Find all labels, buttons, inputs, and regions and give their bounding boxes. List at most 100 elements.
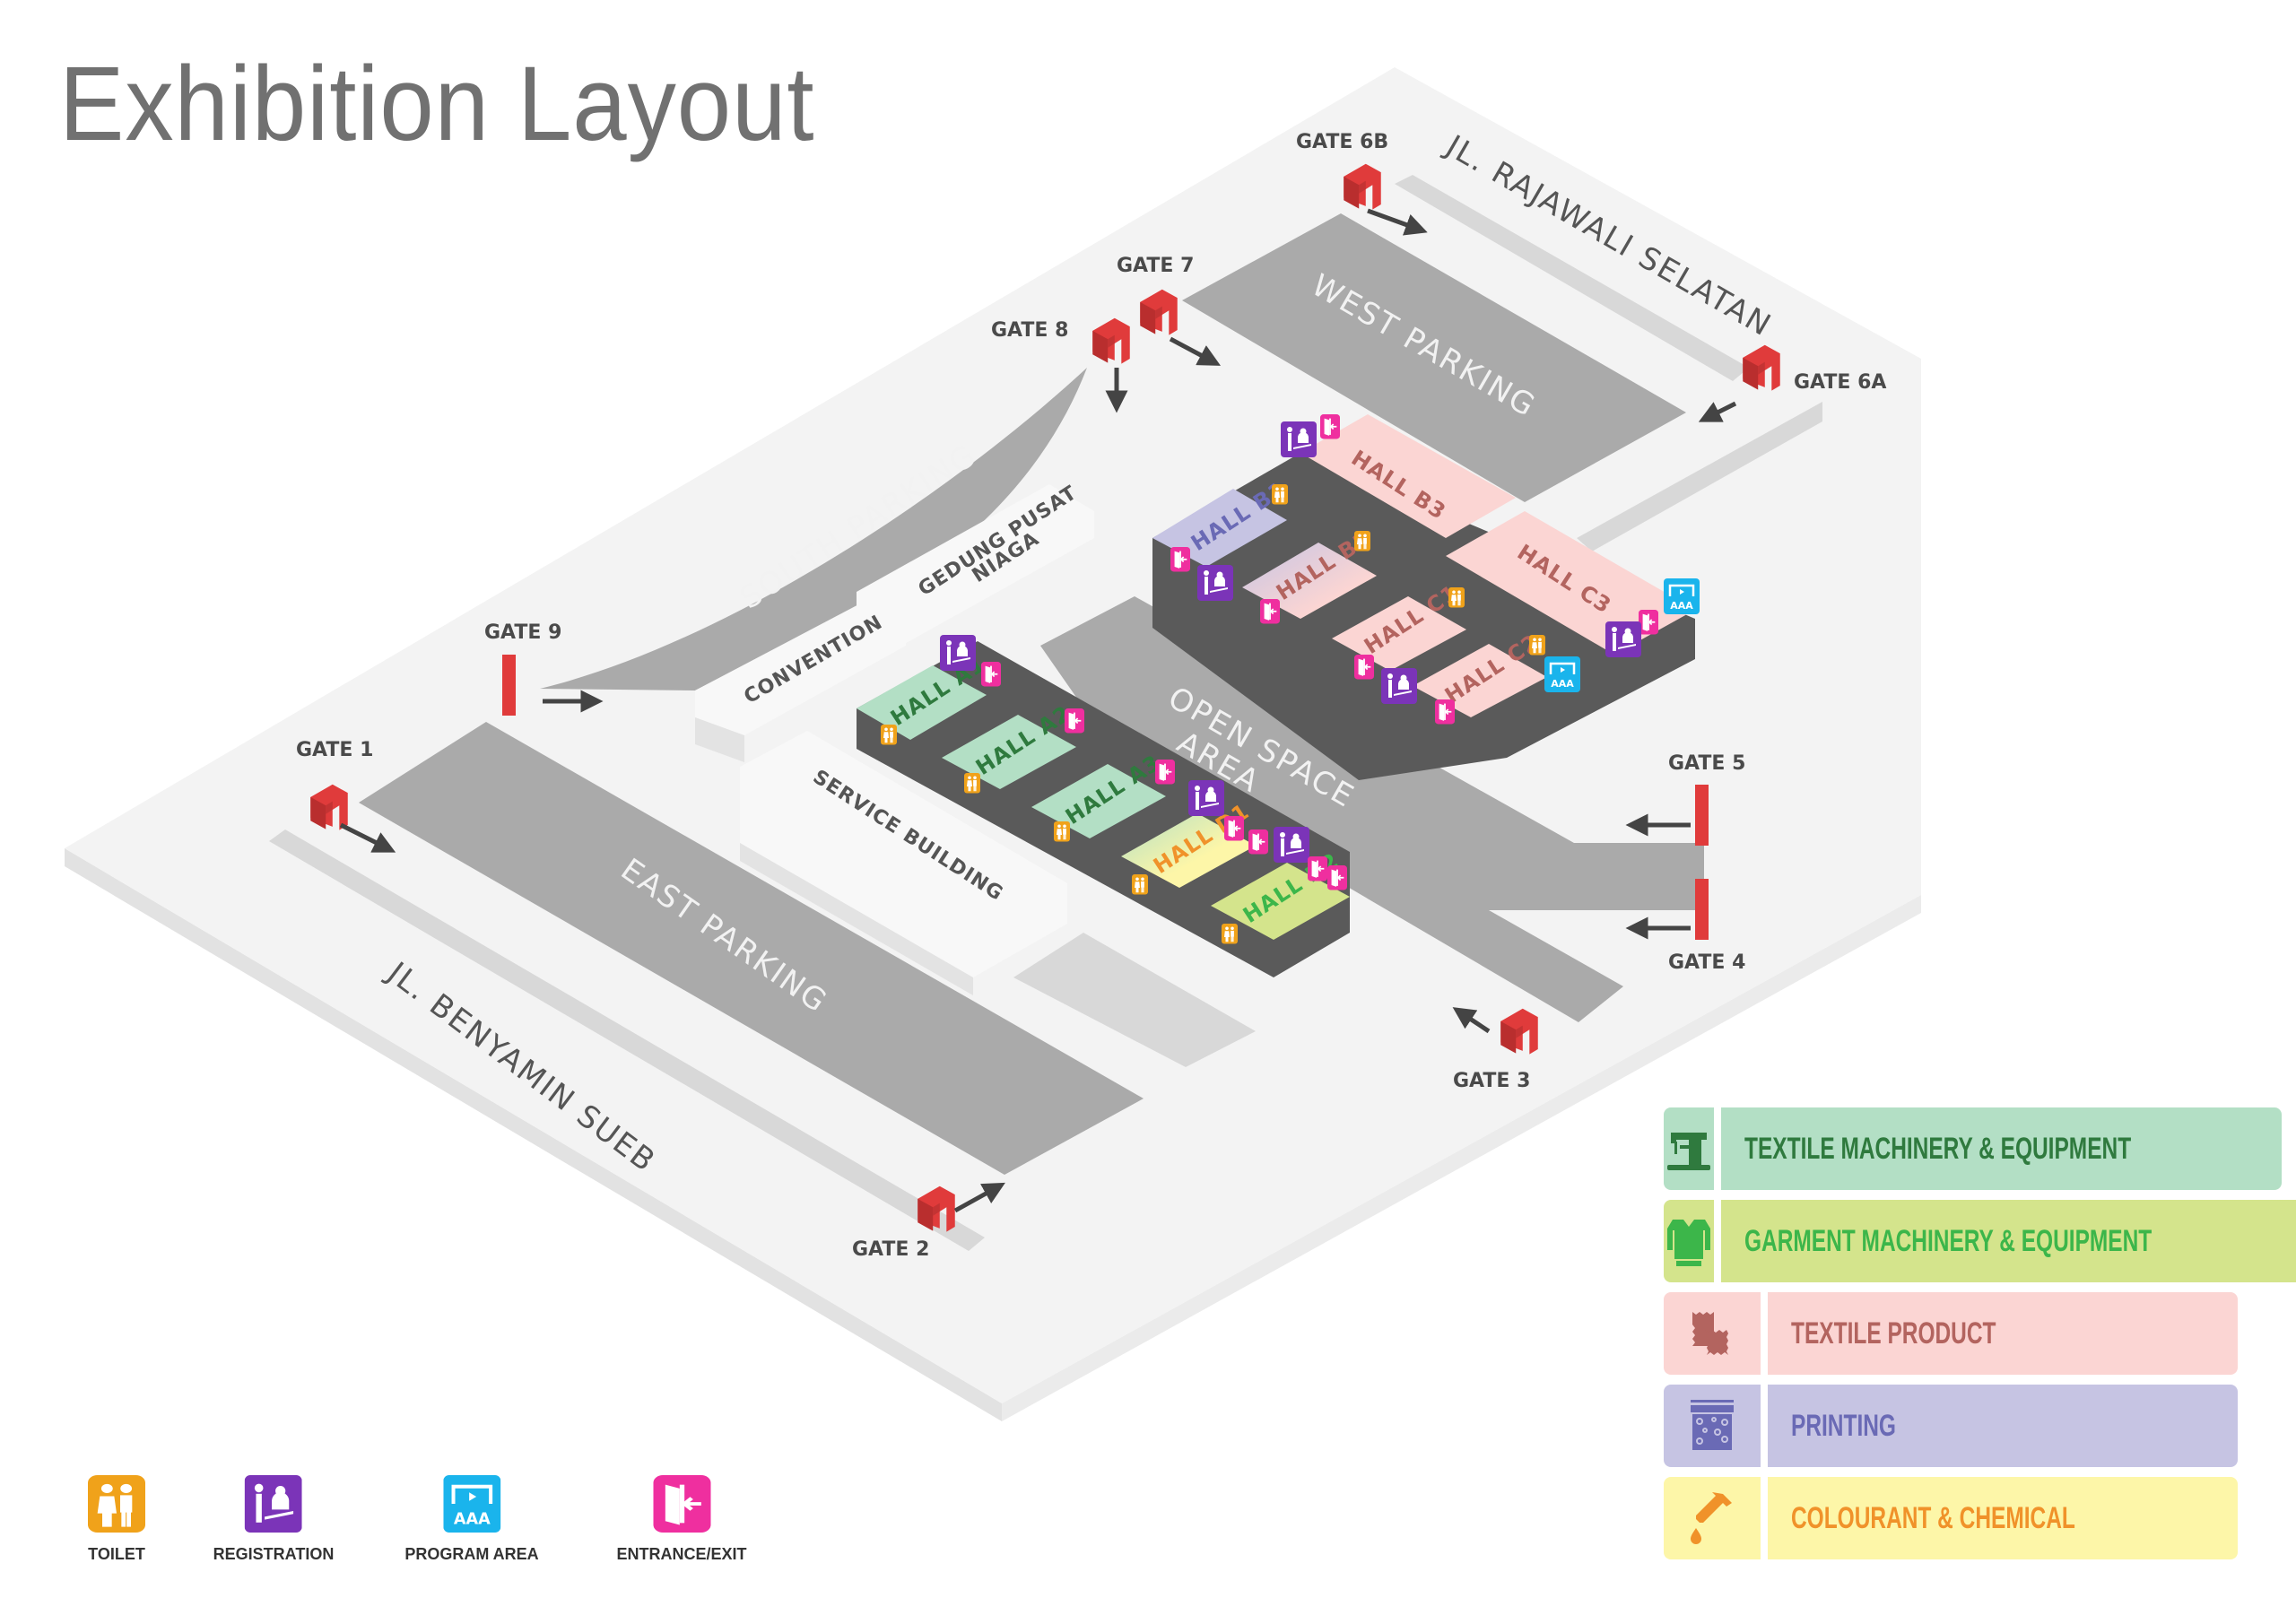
hall-a1[interactable] [857,665,987,740]
west-parking [1182,213,1686,502]
east-parking [359,722,1144,1175]
gate-7[interactable]: GATE 7 [1117,255,1222,366]
gates: GATE 1 GATE 2 GATE 3 GATE 4 GATE 5 GATE 6A GAT… [296,131,1886,1261]
registration-icon[interactable] [1274,827,1309,863]
gate-label: GATE 3 [1453,1070,1530,1092]
entrance-exit-icon[interactable] [1065,708,1084,734]
toilet-icon[interactable] [1132,874,1148,895]
entrance-exit-icon[interactable] [1248,829,1268,855]
entrance-exit-icon[interactable] [1327,865,1347,890]
gate-marker-icon [1695,785,1709,846]
toilet-icon[interactable] [1272,484,1288,505]
gate-6a[interactable]: GATE 6A [1698,344,1886,422]
gate-3[interactable]: GATE 3 [1452,1007,1538,1092]
legend-item-printing: PRINTING [1664,1385,2238,1467]
legend-item-textile-product: TEXTILE PRODUCT [1664,1292,2238,1375]
convention-building [695,601,906,735]
gate-2[interactable]: GATE 2 [852,1182,1005,1261]
toilet-icon[interactable] [1448,587,1465,608]
legend-label: ENTRANCE/EXIT [616,1545,747,1563]
hall-c2[interactable] [1413,644,1547,717]
registration-icon[interactable] [1281,421,1317,457]
registration-icon[interactable] [1605,621,1641,657]
road-benyamin-sueb [269,829,985,1251]
legend-item-toilet: TOILET [88,1475,145,1564]
program-area-icon[interactable] [1544,656,1580,692]
program-area-icon [443,1475,500,1533]
entrance-exit-icon[interactable] [1260,599,1280,624]
road-rajawali-selatan-2 [1577,402,1822,551]
hall-b3[interactable] [1300,414,1516,538]
gate-arrow-icon [953,1182,1005,1213]
registration-icon [245,1475,302,1533]
entrance-exit-icon[interactable] [1224,816,1244,841]
service-building [740,731,1067,977]
legend-label: PRINTING [1768,1385,2238,1467]
gate-5[interactable]: GATE 5 [1625,752,1745,846]
toilet-icon[interactable] [1529,635,1545,656]
page-title: Exhibition Layout [59,45,815,163]
hall-c3[interactable] [1446,511,1695,655]
hall-d1[interactable] [1121,813,1256,888]
gate-1[interactable]: GATE 1 [296,739,396,853]
gate-marker-icon [1695,879,1709,940]
legend-item-program: PROGRAM AREA [404,1475,539,1564]
gate-label: GATE 2 [852,1238,929,1261]
gate-arrow-icon [1452,1007,1491,1034]
gate-arrow-icon [1169,336,1222,366]
entrance-exit-icon[interactable] [981,662,1001,687]
entrance-exit-icon[interactable] [1155,760,1175,785]
legend-label: TEXTILE PRODUCT [1768,1292,2238,1375]
toilet-icon[interactable] [1354,531,1370,551]
open-space-area [1040,596,1704,1022]
gedung-pusat-niaga [857,484,1094,646]
toilet-icon[interactable] [1222,924,1238,944]
fabric-swatch-icon [1664,1292,1761,1375]
entrance-exit-icon[interactable] [1320,414,1340,439]
toilet-icon[interactable] [881,725,897,745]
roads [269,175,1822,1251]
parking-areas [359,213,1704,1175]
lot-small [1013,933,1256,1067]
gate-9[interactable]: GATE 9 [484,621,604,716]
toilet-icon[interactable] [1054,821,1070,842]
gate-6b[interactable]: GATE 6B [1296,131,1428,236]
entrance-exit-icon[interactable] [1435,699,1455,725]
legend-item-garment-machinery: GARMENT MACHINERY & EQUIPMENT [1664,1200,2296,1282]
toilet-icon[interactable] [964,773,980,794]
hall-c1[interactable] [1332,596,1466,671]
registration-icon[interactable] [1197,565,1233,601]
entrance-exit-icon [653,1475,710,1533]
registration-icon[interactable] [1381,668,1417,704]
shirt-icon [1664,1200,1714,1282]
gate-4[interactable]: GATE 4 [1625,879,1745,974]
entrance-exit-icon[interactable] [1639,610,1658,635]
gate-label: GATE 8 [991,319,1068,342]
gate-arrow-icon [1698,401,1737,422]
legend-label: COLOURANT & CHEMICAL [1768,1477,2238,1559]
entrance-exit-icon[interactable] [1354,655,1374,680]
gate-8[interactable]: GATE 8 [991,317,1130,413]
printing-screen-icon [1664,1385,1761,1467]
hall-a2[interactable] [942,715,1076,789]
program-area-icon[interactable] [1664,578,1700,614]
gate-label: GATE 7 [1117,255,1194,277]
registration-icon[interactable] [1188,780,1224,816]
sewing-machine-icon [1664,1107,1714,1190]
gate-label: GATE 1 [296,739,373,761]
gate-label: GATE 9 [484,621,561,644]
entrance-exit-icon[interactable] [1308,856,1327,881]
entrance-exit-icon[interactable] [1170,547,1190,572]
legend-label: TOILET [88,1545,145,1563]
hall-a3[interactable] [1031,764,1166,838]
buildings [695,484,1094,995]
legend-item-entrance: ENTRANCE/EXIT [616,1475,747,1564]
hall-d2[interactable] [1211,863,1350,940]
gate-label: GATE 6A [1794,371,1886,394]
gate-label: GATE 4 [1668,951,1745,974]
registration-icon[interactable] [940,635,976,671]
toilet-icon [88,1475,145,1533]
legend-label: REGISTRATION [213,1545,335,1563]
